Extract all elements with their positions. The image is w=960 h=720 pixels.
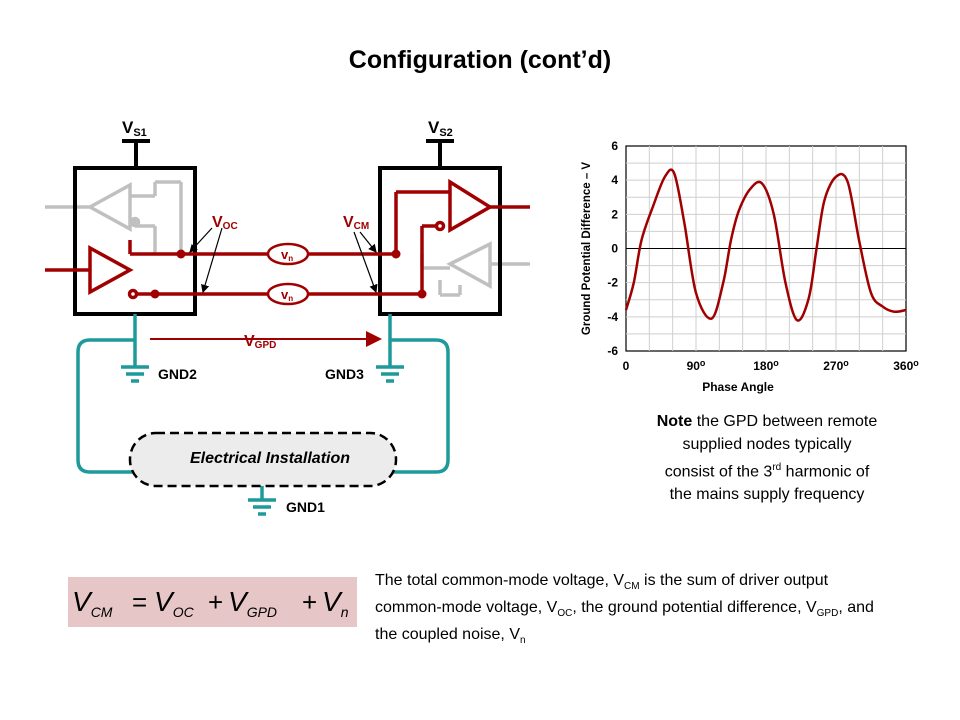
y-tick-label: 6 bbox=[611, 139, 618, 153]
y-tick-label: 2 bbox=[611, 207, 618, 221]
x-tick-label: 180o bbox=[753, 358, 779, 373]
y-tick-label: -4 bbox=[607, 310, 618, 324]
formula-term-oc: VOC bbox=[154, 586, 195, 620]
formula-box bbox=[68, 577, 357, 627]
right-driver-inactive bbox=[420, 241, 530, 297]
formula-term-gpd: VGPD bbox=[228, 586, 277, 620]
noise-source-top bbox=[266, 242, 310, 266]
x-tick-label: 360o bbox=[893, 358, 919, 373]
y-tick-label: -6 bbox=[607, 344, 618, 358]
vcm-label: VCM bbox=[343, 214, 369, 232]
y-tick-label: 0 bbox=[611, 242, 618, 256]
y-tick-label: -2 bbox=[607, 276, 618, 290]
vgpd-label: VGPD bbox=[244, 333, 276, 351]
electrical-installation-box bbox=[128, 431, 398, 488]
vn-label-bottom: vn bbox=[281, 287, 293, 303]
formula-term-n: Vn bbox=[322, 586, 349, 620]
formula-plus-1: + bbox=[208, 587, 223, 617]
voc-pointer-bottom bbox=[201, 227, 223, 294]
x-tick-label: 90o bbox=[687, 358, 706, 373]
gnd1-label: GND1 bbox=[286, 499, 325, 515]
common-mode-formula: VCM = VOC + VGPD + Vn bbox=[72, 586, 349, 620]
left-driver bbox=[45, 240, 380, 300]
vs2-label: VS2 bbox=[428, 118, 453, 139]
x-tick-labels: 0 90o 180o 270o 360o bbox=[623, 358, 920, 373]
supply-vs1-symbol bbox=[122, 139, 150, 168]
x-tick-label: 270o bbox=[823, 358, 849, 373]
electrical-installation-label: Electrical Installation bbox=[190, 450, 350, 467]
right-receiver bbox=[380, 178, 530, 296]
ground-symbol-gnd1 bbox=[248, 498, 276, 516]
left-receiver-inactive bbox=[45, 180, 183, 254]
note-bold: Note bbox=[656, 413, 693, 430]
vs1-label: VS1 bbox=[122, 118, 147, 139]
gnd3-label: GND3 bbox=[325, 366, 364, 382]
formula-equals: = bbox=[132, 587, 147, 617]
vn-label-top: vn bbox=[281, 247, 293, 263]
formula-lhs: VCM bbox=[72, 586, 113, 620]
vcm-pointer-top bbox=[359, 231, 377, 253]
supply-vs2-symbol bbox=[426, 139, 454, 168]
y-tick-labels: 6 4 2 0 -2 -4 -6 bbox=[607, 139, 618, 358]
formula-plus-2: + bbox=[302, 587, 317, 617]
gpd-series-line bbox=[624, 168, 907, 322]
formula-description: The total common-mode voltage, VCM is th… bbox=[375, 572, 874, 647]
ground-symbol-gnd2 bbox=[121, 365, 149, 383]
ground-symbol-gnd3 bbox=[376, 365, 404, 383]
x-axis-label: Phase Angle bbox=[702, 380, 774, 394]
y-tick-label: 4 bbox=[611, 173, 618, 187]
transceiver-right-box bbox=[378, 166, 502, 316]
y-axis-label: Ground Potential Difference – V bbox=[581, 162, 593, 335]
gpd-chart: 6 4 2 0 -2 -4 -6 0 90o 180o 270o 360o Ground Poten… bbox=[581, 139, 920, 394]
voc-label: VOC bbox=[212, 214, 238, 232]
vcm-pointer-bottom bbox=[353, 231, 378, 294]
junction-dots bbox=[150, 249, 427, 299]
gnd2-label: GND2 bbox=[158, 366, 197, 382]
note-text: Note the GPD between remote supplied nod… bbox=[656, 413, 878, 504]
slide-title: Configuration (cont’d) bbox=[348, 46, 612, 74]
voc-pointer-top bbox=[189, 227, 213, 253]
x-tick-label: 0 bbox=[623, 359, 630, 373]
noise-source-bottom bbox=[266, 282, 310, 306]
